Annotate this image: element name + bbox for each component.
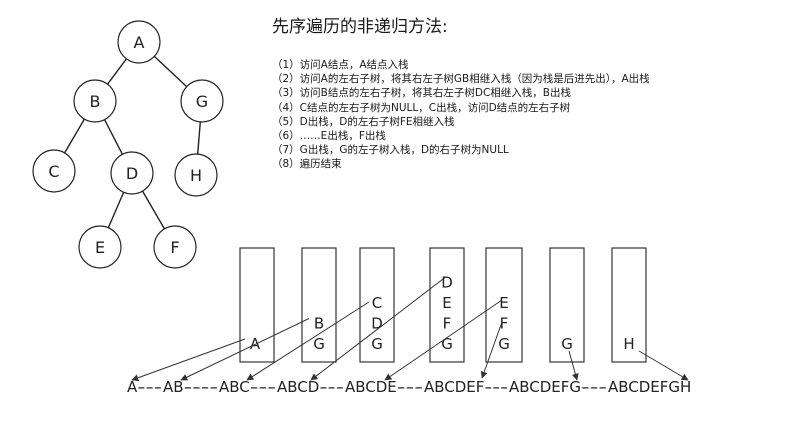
sequence-separator: ---- <box>184 378 218 396</box>
stack-item: F <box>500 315 509 333</box>
step-item: （2）访问A的左右子树，将其右左子树GB相继入栈（因为栈是后进先出），A出栈 <box>272 73 650 86</box>
pop-arrow <box>480 321 503 379</box>
step-item: （8）遍历结束 <box>272 158 342 171</box>
sequence-separator: --- <box>250 378 276 396</box>
stack-item: H <box>623 335 634 353</box>
page-title: 先序遍历的非递归方法: <box>272 17 448 37</box>
pop-arrows <box>131 277 689 382</box>
stack-box <box>485 247 523 363</box>
tree-node-label: D <box>126 164 138 183</box>
stack-item: F <box>443 315 452 333</box>
stack-item: G <box>441 335 453 353</box>
tree-node <box>73 79 117 123</box>
tree-edge <box>141 190 166 230</box>
step-item: （7）G出栈，G的左子树入栈，D的右子树为NULL <box>272 144 509 157</box>
sequence-item: ABCDEF <box>424 378 484 396</box>
tree-node <box>32 149 76 193</box>
sequence-separator: --- <box>581 378 607 396</box>
tree-edge <box>64 118 85 154</box>
tree-node <box>153 225 197 269</box>
sequence-separator: --- <box>397 378 423 396</box>
stack-item: C <box>372 294 382 312</box>
pop-arrow <box>384 299 503 381</box>
sequence-separator: --- <box>484 378 508 396</box>
tree-node-label: C <box>48 162 59 181</box>
stack-item: E <box>442 294 451 312</box>
stack-item: G <box>498 335 510 353</box>
tree-node-label: A <box>134 33 145 52</box>
tree-node <box>117 20 161 64</box>
pop-arrow <box>310 277 446 381</box>
step-item: （6）……E出栈，F出栈 <box>272 130 386 143</box>
sequence-item: AB <box>163 378 184 396</box>
sequence-item: ABCD <box>277 378 319 396</box>
tree-node <box>174 153 218 197</box>
pop-arrow <box>180 318 310 381</box>
stack-item: D <box>371 315 383 333</box>
tree-node-label: E <box>95 238 105 257</box>
stack-box <box>359 247 395 363</box>
tree-edge <box>196 121 202 155</box>
step-item: （5）D出栈，D的左右子树FE相继入栈 <box>272 115 455 128</box>
stack-box <box>611 247 647 363</box>
stack-item: G <box>561 335 573 353</box>
tree-node-label: G <box>196 92 208 111</box>
tree-edge <box>106 58 128 85</box>
sequence-item: ABC <box>219 378 250 396</box>
tree-node-label: B <box>90 92 101 111</box>
stack-item: E <box>499 294 508 312</box>
tree-edge <box>107 191 125 229</box>
step-item: （4）C结点的左右子树为NULL，C出栈，访问D结点的左右子树 <box>272 101 571 114</box>
stack-item: B <box>314 315 324 333</box>
stack-item: G <box>371 335 383 353</box>
pop-arrow <box>246 301 370 381</box>
stack-box <box>429 247 465 363</box>
sequence-item: A <box>127 378 138 396</box>
tree-node <box>78 225 122 269</box>
tree-node-label: F <box>170 238 179 257</box>
stack-snapshots: ABGCDGDEFGEFGGH <box>239 247 647 363</box>
step-item: （3）访问B结点的左右子树，将其右左子树DC相继入栈，B出栈 <box>272 87 572 100</box>
tree-node-label: H <box>190 166 202 185</box>
step-item: （1）访问A结点，A结点入栈 <box>272 59 409 71</box>
binary-tree: A B G C D H E F <box>32 20 224 269</box>
pop-arrow <box>131 338 246 382</box>
sequence-separator: --- <box>319 378 344 396</box>
stack-item: D <box>441 274 453 292</box>
tree-node <box>110 151 154 195</box>
stack-box <box>549 247 585 363</box>
sequence-separator: --- <box>137 378 162 396</box>
stack-box <box>301 247 337 363</box>
sequence-item: ABCDEFGH <box>608 378 691 396</box>
tree-edge <box>153 55 188 88</box>
tree-edge <box>103 119 124 155</box>
pop-arrow <box>638 350 689 381</box>
tree-node <box>180 79 224 123</box>
sequence-item: ABCDE <box>345 378 397 396</box>
stack-item: G <box>313 335 325 353</box>
sequence-item: ABCDEFG <box>509 378 581 396</box>
pop-arrow <box>568 350 579 381</box>
step-list: （1）访问A结点，A结点入栈 （2）访问A的左右子树，将其右左子树GB相继入栈（因… <box>272 58 650 172</box>
